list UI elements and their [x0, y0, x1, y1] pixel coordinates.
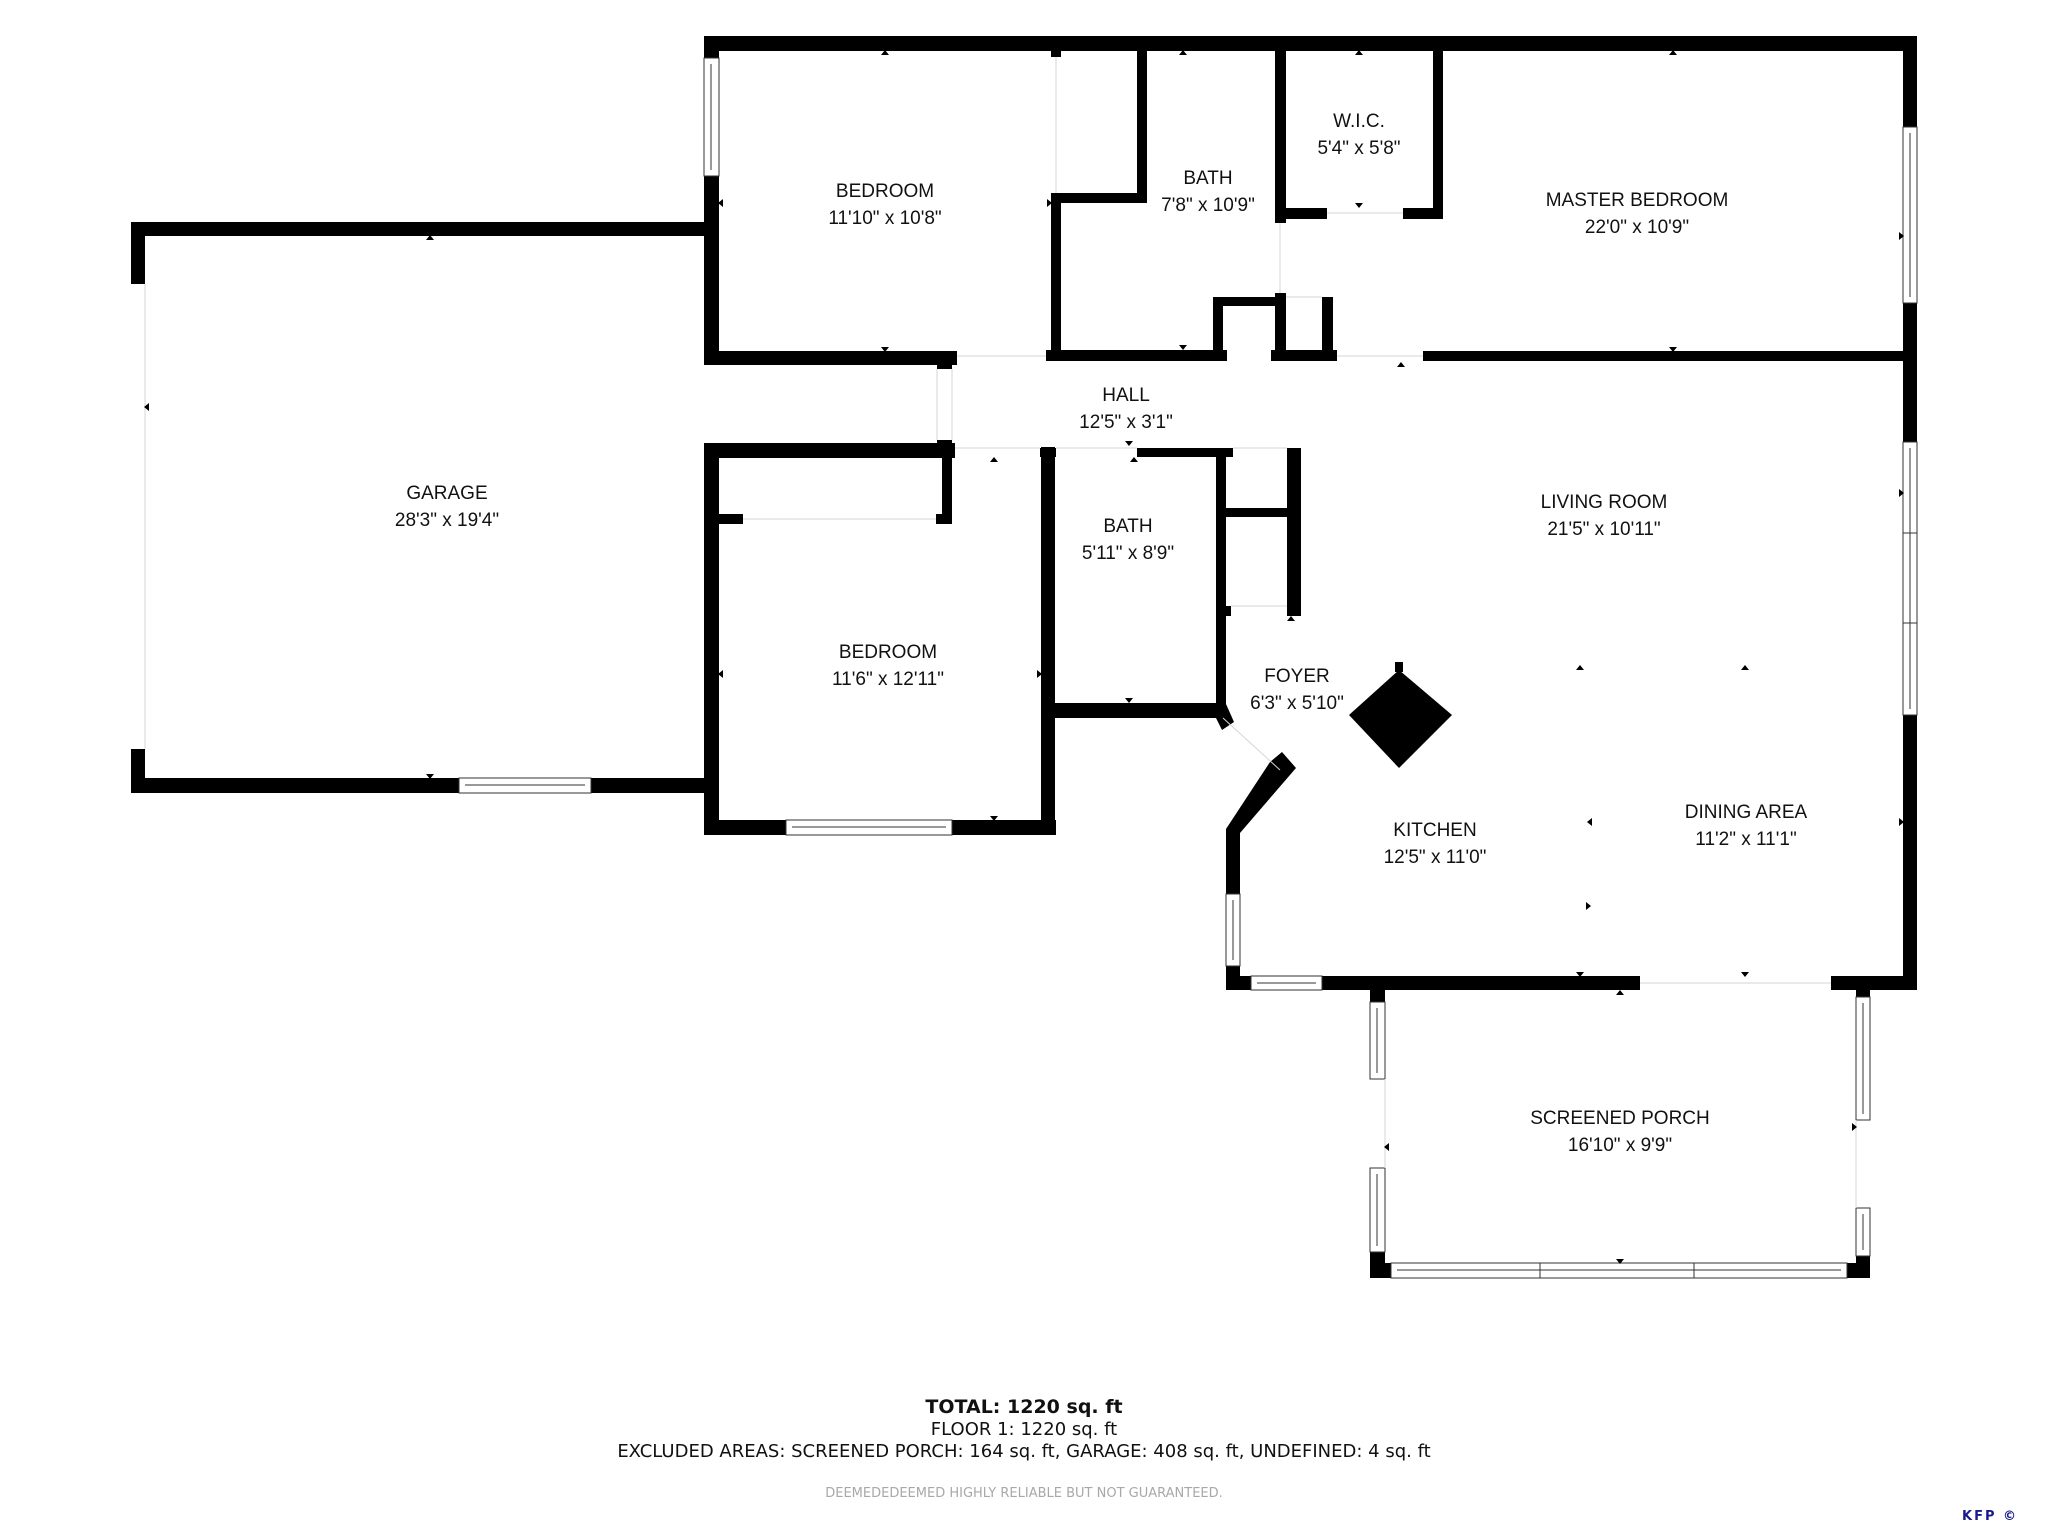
- floor-1-area: FLOOR 1: 1220 sq. ft: [930, 1419, 1118, 1440]
- room-dimensions: 5'4" x 5'8": [1317, 138, 1401, 159]
- room-name: HALL: [1102, 385, 1150, 406]
- walls: [131, 36, 1917, 1278]
- total-area: TOTAL: 1220 sq. ft: [925, 1396, 1123, 1418]
- windows: [458, 57, 1918, 1279]
- openings: [144, 57, 1857, 1208]
- brand-logo: KFP ©: [1962, 1509, 2019, 1524]
- room-dimensions: 22'0" x 10'9": [1584, 217, 1690, 238]
- room-name: BEDROOM: [838, 642, 938, 663]
- excluded-areas: EXCLUDED AREAS: SCREENED PORCH: 164 sq. …: [617, 1441, 1431, 1462]
- room-dimensions: 11'2" x 11'1": [1695, 829, 1797, 850]
- room-name: BATH: [1183, 168, 1233, 189]
- disclaimer: DEEMEDEDEEMED HIGHLY RELIABLE BUT NOT GU…: [825, 1486, 1223, 1501]
- room-label-bedroom-1: BEDROOM 11'10" x 10'8": [828, 178, 941, 232]
- room-label-dining-area: DINING AREA 11'2" x 11'1": [1685, 799, 1807, 853]
- room-dimensions: 11'6" x 12'11": [832, 669, 944, 690]
- room-name: BEDROOM: [835, 181, 935, 202]
- room-label-bedroom-2: BEDROOM 11'6" x 12'11": [832, 639, 944, 693]
- room-label-bath-1: BATH 7'8" x 10'9": [1161, 165, 1255, 219]
- room-name: BATH: [1103, 516, 1153, 537]
- room-name: MASTER BEDROOM: [1545, 190, 1729, 211]
- room-dimensions: 28'3" x 19'4": [394, 510, 500, 531]
- room-label-kitchen: KITCHEN 12'5" x 11'0": [1384, 817, 1487, 871]
- room-dimensions: 12'5" x 3'1": [1079, 412, 1173, 433]
- room-dimensions: 21'5" x 10'11": [1547, 519, 1661, 540]
- room-name: DINING AREA: [1684, 802, 1808, 823]
- room-label-screened-porch: SCREENED PORCH 16'10" x 9'9": [1530, 1105, 1709, 1159]
- room-label-foyer: FOYER 6'3" x 5'10": [1250, 663, 1344, 717]
- room-label-hall: HALL 12'5" x 3'1": [1079, 382, 1173, 436]
- room-label-bath-2: BATH 5'11" x 8'9": [1082, 513, 1174, 567]
- room-name: FOYER: [1264, 666, 1330, 687]
- room-label-garage: GARAGE 28'3" x 19'4": [395, 480, 499, 534]
- room-name: W.I.C.: [1333, 111, 1385, 132]
- room-dimensions: 12'5" x 11'0": [1383, 847, 1487, 868]
- room-name: GARAGE: [406, 483, 488, 504]
- room-label-master-bedroom: MASTER BEDROOM 22'0" x 10'9": [1546, 187, 1729, 241]
- room-dimensions: 5'11" x 8'9": [1081, 543, 1175, 564]
- room-dimensions: 7'8" x 10'9": [1161, 195, 1255, 216]
- room-name: LIVING ROOM: [1540, 492, 1668, 513]
- room-dimensions: 16'10" x 9'9": [1567, 1135, 1673, 1156]
- room-label-wic: W.I.C. 5'4" x 5'8": [1317, 108, 1400, 162]
- room-label-living-room: LIVING ROOM 21'5" x 10'11": [1541, 489, 1668, 543]
- room-dimensions: 11'10" x 10'8": [828, 208, 942, 229]
- fireplace-diamond: [1349, 670, 1452, 768]
- measure-ticks: [144, 50, 1904, 1264]
- room-dimensions: 6'3" x 5'10": [1250, 693, 1344, 714]
- room-name: SCREENED PORCH: [1530, 1108, 1710, 1129]
- room-name: KITCHEN: [1393, 820, 1477, 841]
